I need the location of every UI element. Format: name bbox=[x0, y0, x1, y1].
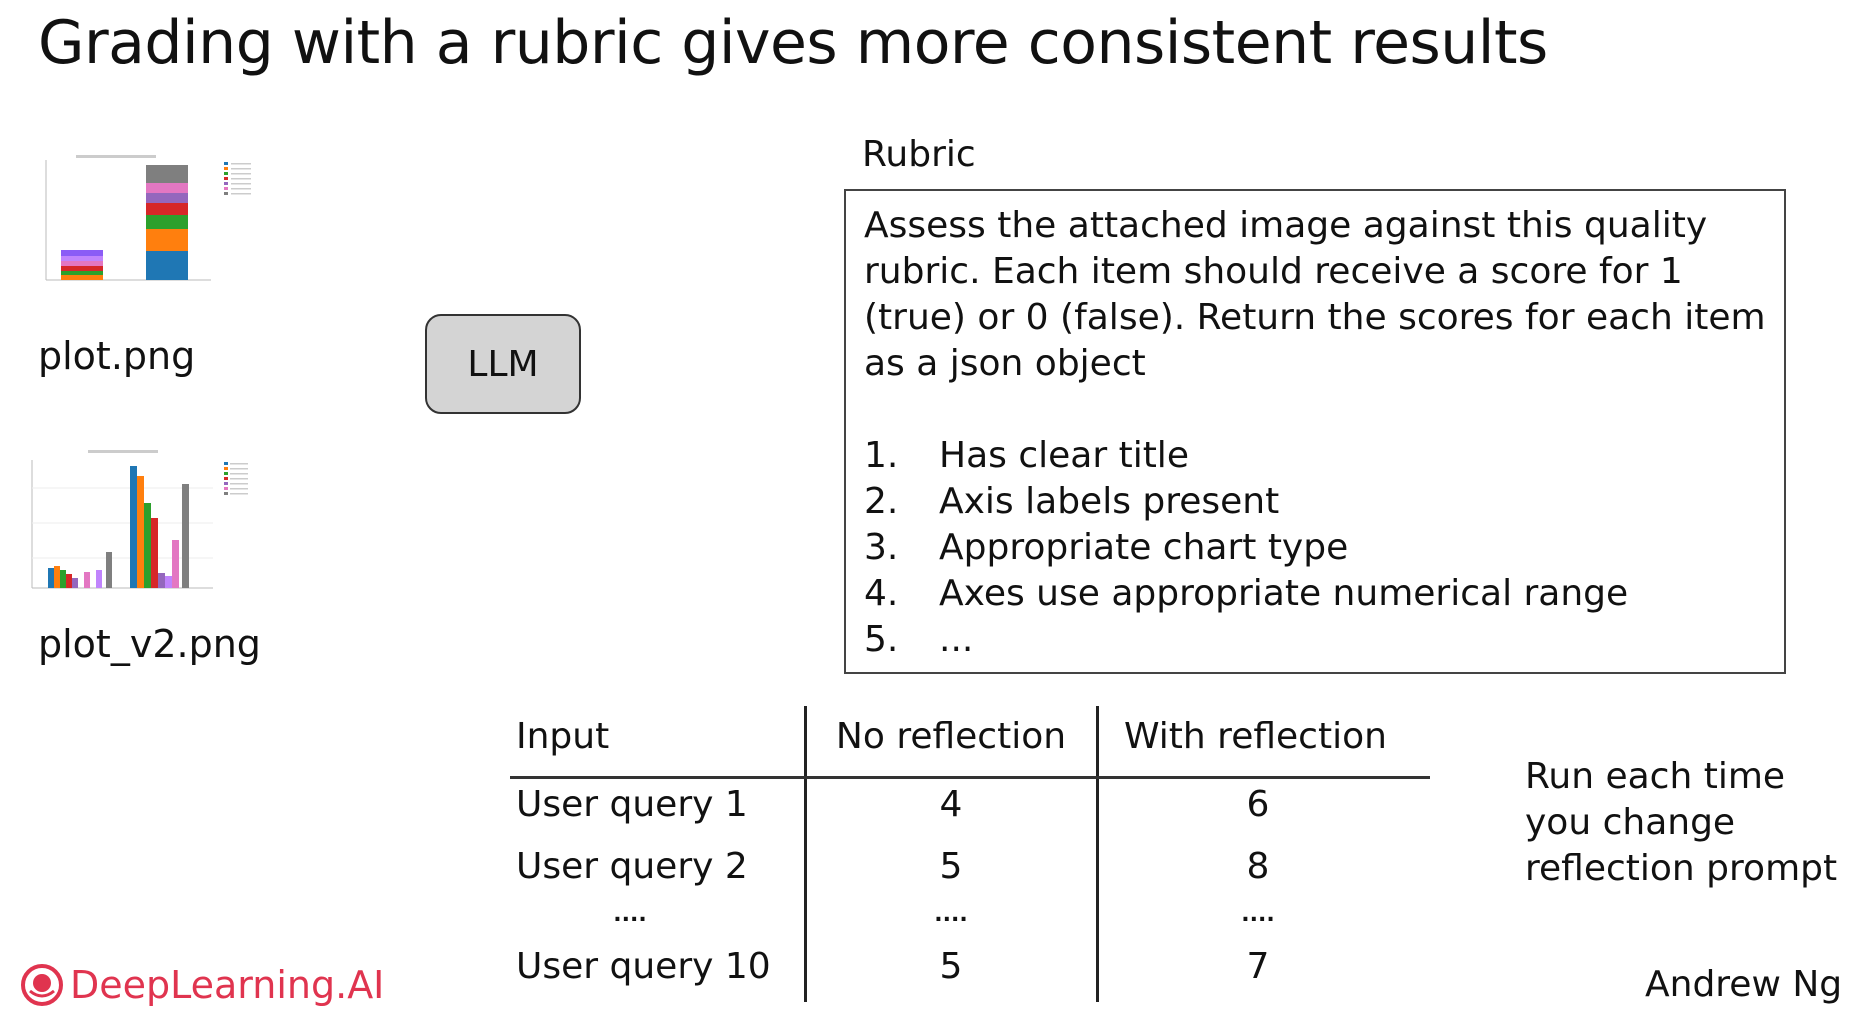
table-cell-input: User query 1 bbox=[516, 784, 748, 825]
table-header-divider bbox=[510, 776, 1430, 779]
table-cell-with-reflection: 8 bbox=[1246, 846, 1270, 887]
plot-thumbnail-1 bbox=[26, 150, 276, 290]
input-filename-1: plot.png bbox=[38, 334, 196, 378]
rubric-item-text: ... bbox=[939, 619, 974, 660]
table-column-divider bbox=[804, 706, 807, 1002]
rubric-item-text: Axis labels present bbox=[939, 481, 1280, 522]
table-cell-with-reflection: 6 bbox=[1246, 784, 1270, 825]
table-cell-no-reflection: .... bbox=[934, 902, 968, 927]
slide-title: Grading with a rubric gives more consist… bbox=[38, 8, 1548, 78]
rubric-item: 2. Axis labels present bbox=[864, 479, 1766, 525]
rubric-item-text: Appropriate chart type bbox=[939, 527, 1349, 568]
logo-text: DeepLearning.AI bbox=[70, 963, 385, 1007]
table-cell-with-reflection: 7 bbox=[1246, 946, 1270, 987]
run-note-line: you change bbox=[1525, 802, 1736, 843]
table-cell-input: User query 10 bbox=[516, 946, 771, 987]
run-note-line: Run each time bbox=[1525, 756, 1786, 797]
table-cell-no-reflection: 5 bbox=[939, 946, 963, 987]
rubric-item: 4. Axes use appropriate numerical range bbox=[864, 571, 1766, 617]
table-cell-with-reflection: .... bbox=[1241, 902, 1275, 927]
table-cell-no-reflection: 5 bbox=[939, 846, 963, 887]
rubric-item-text: Has clear title bbox=[939, 435, 1189, 476]
table-cell-input: User query 2 bbox=[516, 846, 748, 887]
rubric-item-number: 4. bbox=[864, 573, 899, 614]
rubric-item-number: 1. bbox=[864, 435, 899, 476]
table-header-with-reflection: With reflection bbox=[1124, 716, 1387, 757]
deeplearning-logo: DeepLearning.AI bbox=[20, 963, 384, 1007]
run-note-line: reflection prompt bbox=[1525, 848, 1838, 889]
rubric-box: Assess the attached image against this q… bbox=[844, 189, 1786, 674]
rubric-item-text: Axes use appropriate numerical range bbox=[939, 573, 1629, 614]
rubric-item: 5.... bbox=[864, 617, 1766, 663]
table-cell-no-reflection: 4 bbox=[939, 784, 963, 825]
rubric-label: Rubric bbox=[862, 134, 976, 175]
table-header-no-reflection: No reflection bbox=[835, 716, 1067, 757]
input-filename-2: plot_v2.png bbox=[38, 622, 261, 666]
run-note: Run each time you change reflection prom… bbox=[1525, 754, 1837, 892]
table-column-divider bbox=[1096, 706, 1099, 1002]
logo-icon bbox=[21, 964, 63, 1006]
rubric-item: 3. Appropriate chart type bbox=[864, 525, 1766, 571]
rubric-list: 1.Has clear title 2.Axis labels present … bbox=[864, 433, 1766, 663]
table-cell-input: .... bbox=[613, 902, 647, 927]
plot-thumbnail-2 bbox=[18, 448, 268, 593]
author-name: Andrew Ng bbox=[1645, 964, 1843, 1005]
llm-label: LLM bbox=[467, 343, 539, 385]
table-header-input: Input bbox=[516, 716, 610, 757]
rubric-item: 1. Has clear title bbox=[864, 433, 1766, 479]
rubric-item-number: 3. bbox=[864, 527, 899, 568]
rubric-item-number: 5. bbox=[864, 619, 899, 660]
rubric-intro: Assess the attached image against this q… bbox=[864, 205, 1766, 384]
rubric-item-number: 2. bbox=[864, 481, 899, 522]
llm-box: LLM bbox=[425, 314, 581, 414]
